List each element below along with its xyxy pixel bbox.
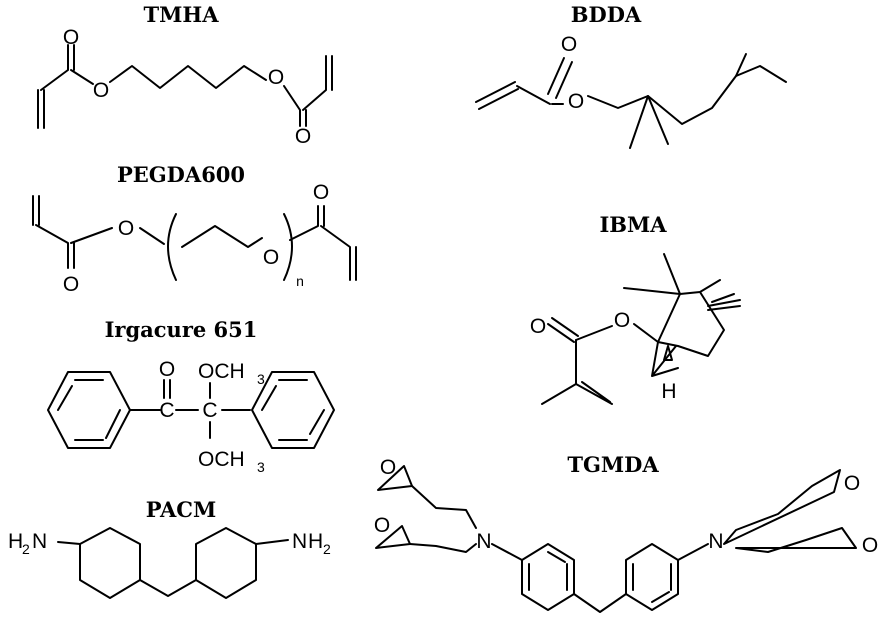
title-irgacure-651: Irgacure 651 [105,317,258,342]
molecule-tmha: TMHA O O O O [37,2,333,148]
subscript-2: 2 [22,541,30,557]
structure-pegda600 [32,195,357,281]
structure-pacm [57,527,289,599]
atom-n: N [476,530,491,553]
atom-o: O [63,26,79,49]
subscript-2: 2 [323,541,331,557]
molecule-tgmda: TGMDA O O N N O O [374,452,878,613]
molecule-irgacure-651: Irgacure 651 O C C OCH 3 OCH 3 [47,317,335,475]
atom-n: N [32,530,47,553]
atom-c: C [202,399,217,422]
atom-o: O [63,273,79,296]
atom-o: O [268,66,284,89]
atom-o: O [530,315,546,338]
atom-o: O [374,514,390,537]
atom-c: C [159,399,174,422]
amine-left: H [8,530,23,553]
atom-o: O [159,358,175,381]
title-pacm: PACM [146,497,217,522]
molecule-pegda600: PEGDA600 O O O O n [32,162,357,296]
structure-bdda [475,53,787,149]
atom-o: O [295,125,311,148]
subscript-3: 3 [257,459,265,475]
atom-o: O [118,217,134,240]
title-tmha: TMHA [143,2,219,27]
title-ibma: IBMA [599,212,667,237]
molecule-ibma: IBMA O O H [530,212,741,405]
repeat-unit-n: n [296,273,304,289]
methoxy-group: OCH [198,360,245,383]
structure-irgacure-651 [47,371,335,449]
atom-o: O [568,90,584,113]
methoxy-group: OCH [198,448,245,471]
structure-tmha [37,44,333,129]
amine-right: H [308,530,323,553]
atom-o: O [313,181,329,204]
title-tgmda: TGMDA [567,452,659,477]
atom-h: H [661,380,676,403]
molecule-pacm: PACM H 2 N N H 2 [8,497,331,599]
structure-tgmda [375,465,857,613]
atom-o: O [561,33,577,56]
title-bdda: BDDA [571,2,642,27]
atom-o: O [263,246,279,269]
atom-o: O [93,79,109,102]
atom-o: O [614,309,630,332]
structure-ibma [541,253,741,405]
atom-o: O [844,472,860,495]
title-pegda600: PEGDA600 [117,162,245,187]
atom-n: N [292,530,307,553]
atom-n: N [708,530,723,553]
molecule-bdda: BDDA O O [475,2,787,149]
atom-o: O [380,456,396,479]
subscript-3: 3 [257,371,265,387]
atom-o: O [862,534,878,557]
